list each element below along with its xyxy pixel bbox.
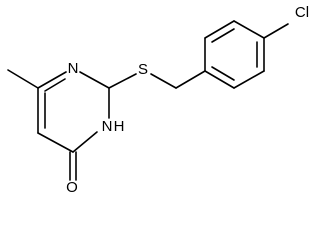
atom-label-h: H xyxy=(114,118,125,135)
atom-label-layer: N N H S O Cl xyxy=(66,4,309,196)
atom-label-o: O xyxy=(66,179,78,196)
bond-ch2-ar xyxy=(175,70,206,89)
bond-n3-c4 xyxy=(72,131,98,153)
atom-label-s: S xyxy=(138,61,148,78)
bond-ar3-ar4 xyxy=(233,20,265,39)
atom-label-n1: N xyxy=(68,60,79,77)
bond-s-ch2 xyxy=(150,73,177,89)
bond-c6-n1-double xyxy=(44,78,66,92)
bond-c6-n1 xyxy=(37,71,67,89)
atom-label-cl: Cl xyxy=(295,4,309,21)
bond-ar-cl xyxy=(263,23,289,39)
atom-label-nh: N xyxy=(102,118,113,135)
bond-methyl xyxy=(7,69,39,89)
bond-n1-c2 xyxy=(79,71,110,89)
bond-ar2-ar3-double xyxy=(211,28,235,43)
bond-c2-s xyxy=(108,73,137,89)
bond-ar5-ar6 xyxy=(233,70,265,89)
bond-ar2-ar3 xyxy=(204,20,235,39)
bond-ar6-ar1-double xyxy=(211,66,235,81)
bond-c4-c5 xyxy=(37,132,74,153)
bond-layer xyxy=(7,20,289,181)
bond-ar6-ar1 xyxy=(204,70,235,89)
molecule-structure: N N H S O Cl xyxy=(7,4,309,196)
